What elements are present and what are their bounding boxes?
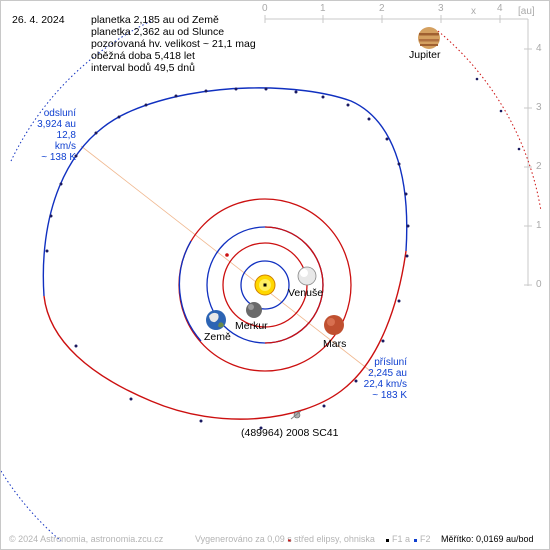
jupiter-icon: [418, 27, 440, 49]
legend-f2-text: F2: [420, 534, 431, 544]
info-distance-earth: planetka 2,185 au od Země: [91, 14, 219, 26]
y-tick-1: 1: [536, 220, 542, 231]
legend-center-text: střed elipsy, ohniska: [294, 534, 375, 544]
x-tick-3: 3: [438, 3, 444, 14]
earth-label: Země: [204, 331, 231, 343]
info-interval: interval bodů 49,5 dnů: [91, 62, 195, 74]
y-tick-4: 4: [536, 43, 542, 54]
info-period: oběžná doba 5,418 let: [91, 50, 195, 62]
x-axis-label: x: [471, 6, 476, 17]
x-tick-2: 2: [379, 3, 385, 14]
axes: [264, 15, 532, 286]
x-tick-4: 4: [497, 3, 503, 14]
mercury-icon: [246, 302, 262, 318]
mars-icon: [324, 315, 344, 335]
perihelion-label: přísluní 2,245 au 22,4 km/s ~ 183 K: [363, 357, 407, 401]
mercury-orbit: [240, 260, 290, 310]
orbit-points: [45, 87, 410, 430]
asteroid-orbit-far: [42, 87, 408, 297]
earth-icon: [206, 310, 226, 330]
asteroid-icon: [290, 410, 302, 420]
sun-icon: [254, 274, 276, 296]
venus-icon: [297, 266, 317, 286]
y-tick-3: 3: [536, 102, 542, 113]
venus-label: Venuše: [288, 287, 324, 299]
apsidal-line: [80, 145, 374, 374]
x-tick-0: 0: [262, 3, 268, 14]
x-tick-1: 1: [320, 3, 326, 14]
y-tick-0: 0: [536, 279, 542, 290]
ellipse-center-marker: [225, 253, 229, 257]
y-tick-2: 2: [536, 161, 542, 172]
asteroid-orbit-near: [43, 250, 407, 420]
info-magnitude: pozorovaná hv. velikost ~ 21,1 mag: [91, 38, 256, 50]
mercury-label: Merkur: [235, 320, 268, 332]
aphelion-label: odsluní 3,924 au 12,8 km/s ~ 138 K: [37, 108, 76, 163]
mars-label: Mars: [323, 338, 347, 350]
jupiter-label: Jupiter: [409, 49, 441, 61]
date-label: 26. 4. 2024: [12, 14, 65, 26]
info-distance-sun: planetka 2,362 au od Slunce: [91, 26, 225, 38]
asteroid-label: (489964) 2008 SC41: [241, 427, 339, 439]
generated-text: Vygenerováno za 0,09 s: [195, 534, 292, 544]
scale-text: Měřítko: 0,0169 au/bod: [441, 534, 534, 544]
legend-f2-mark: [414, 539, 417, 542]
legend-f1-text: F1 a: [392, 534, 411, 544]
unit-label: [au]: [518, 6, 535, 17]
jupiter-orbit: [437, 30, 542, 212]
info-block: planetka 2,185 au od Země planetka 2,362…: [91, 14, 256, 74]
earth-orbit: [264, 226, 324, 344]
legend-f1-mark: [386, 539, 389, 542]
legend-center-mark: [288, 539, 291, 542]
copyright-text: © 2024 Astronomia, astronomia.zcu.cz: [9, 534, 164, 544]
